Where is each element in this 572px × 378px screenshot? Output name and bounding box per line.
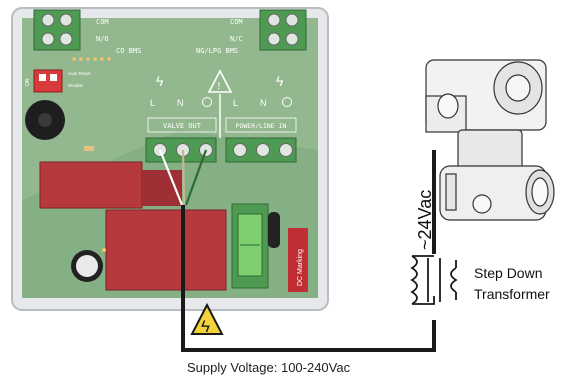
wiring — [158, 149, 436, 352]
fuse — [84, 146, 94, 151]
lightning-icon: ϟ — [276, 73, 284, 89]
screw-icon — [233, 143, 247, 157]
terminal-label: N/C — [230, 35, 243, 43]
voltage-24-label: ~24Vac — [415, 190, 435, 250]
screw-icon — [267, 13, 281, 27]
terminal-housing — [33, 9, 81, 51]
buzzer-center — [38, 113, 52, 127]
port-plug — [472, 194, 492, 214]
terminal-label: N/O — [96, 35, 109, 43]
port-inlet — [445, 173, 457, 211]
transformer-label-line2: Transformer — [474, 286, 550, 302]
screw-icon — [41, 13, 55, 27]
transformer-block — [105, 209, 227, 291]
earth-icon — [202, 97, 212, 107]
wire-white — [158, 149, 184, 206]
dip-switch: ON Auto Reset Disable — [25, 69, 91, 93]
dc-marking-sticker — [288, 228, 308, 292]
earth-icon — [282, 97, 292, 107]
power-line-label: POWER/LINE IN — [236, 122, 287, 130]
wire-tan — [181, 149, 186, 206]
dip-caption: Auto Reset — [68, 71, 91, 76]
dip-caption: Disable — [68, 83, 84, 88]
valve-out-box — [147, 117, 217, 133]
screw-icon — [285, 13, 299, 27]
step-down-transformer-symbol — [404, 254, 464, 320]
high-voltage-warning: ϟ — [190, 302, 224, 336]
lightning-icon: ϟ — [156, 73, 164, 89]
screw-icon — [59, 32, 73, 46]
dip-toggle — [50, 74, 57, 81]
terminal-label: COM — [96, 18, 109, 26]
screw-icon — [41, 32, 55, 46]
capacitor — [268, 212, 280, 248]
solenoid-valve — [425, 59, 555, 221]
warning-exclaim: ! — [218, 81, 221, 92]
wire-green — [184, 149, 208, 206]
terminal-housing — [259, 9, 307, 51]
power-n-label: N — [260, 98, 267, 108]
valve-out-label: VALVE OUT — [163, 122, 202, 130]
dc-marking-label: DC Marking — [297, 249, 304, 286]
valve-out-terminals — [145, 137, 217, 163]
led-row — [72, 57, 111, 61]
capacitor-top — [76, 255, 98, 277]
valve-l-label: L — [150, 98, 155, 108]
supply-cable — [181, 205, 436, 352]
warning-icon — [207, 69, 233, 93]
lightning-bolt-icon: ϟ — [201, 317, 210, 336]
led — [102, 248, 106, 252]
secondary-coil — [450, 267, 458, 293]
dip-switch-body — [33, 69, 63, 93]
dip-toggle — [39, 74, 46, 81]
power-line-box — [225, 117, 297, 133]
screw-icon — [285, 32, 299, 46]
power-l-label: L — [233, 98, 238, 108]
terminal-label: COM — [230, 18, 243, 26]
terminal-caption: CO BMS — [116, 47, 141, 55]
screw-icon — [267, 32, 281, 46]
terminal-caption: NG/LPG BMS — [196, 47, 238, 55]
detector-board: COM N/O CO BMS COM N/C NG/LPG BMS ON — [11, 7, 329, 311]
supply-voltage-label: Supply Voltage: 100-240Vac — [187, 360, 351, 375]
dip-on-label: ON — [25, 78, 31, 86]
transformer-label-line1: Step Down — [474, 265, 542, 281]
terminal-block-ng-lpg-bms: COM N/C NG/LPG BMS — [196, 9, 307, 55]
warning-triangle-icon — [190, 302, 224, 335]
screw-icon — [279, 143, 293, 157]
primary-coil — [410, 255, 435, 305]
transformer-backdrop — [404, 254, 464, 320]
bonnet — [457, 129, 523, 171]
screw-icon — [59, 13, 73, 27]
coil-cap-inner — [505, 74, 531, 102]
reset-knob — [437, 93, 459, 119]
screw-icon — [256, 143, 270, 157]
relay — [39, 161, 143, 209]
port-outlet-inner — [531, 177, 549, 207]
valve-n-label: N — [177, 98, 184, 108]
power-line-terminals — [225, 137, 297, 163]
terminal-block-co-bms: COM N/O CO BMS — [33, 9, 141, 55]
